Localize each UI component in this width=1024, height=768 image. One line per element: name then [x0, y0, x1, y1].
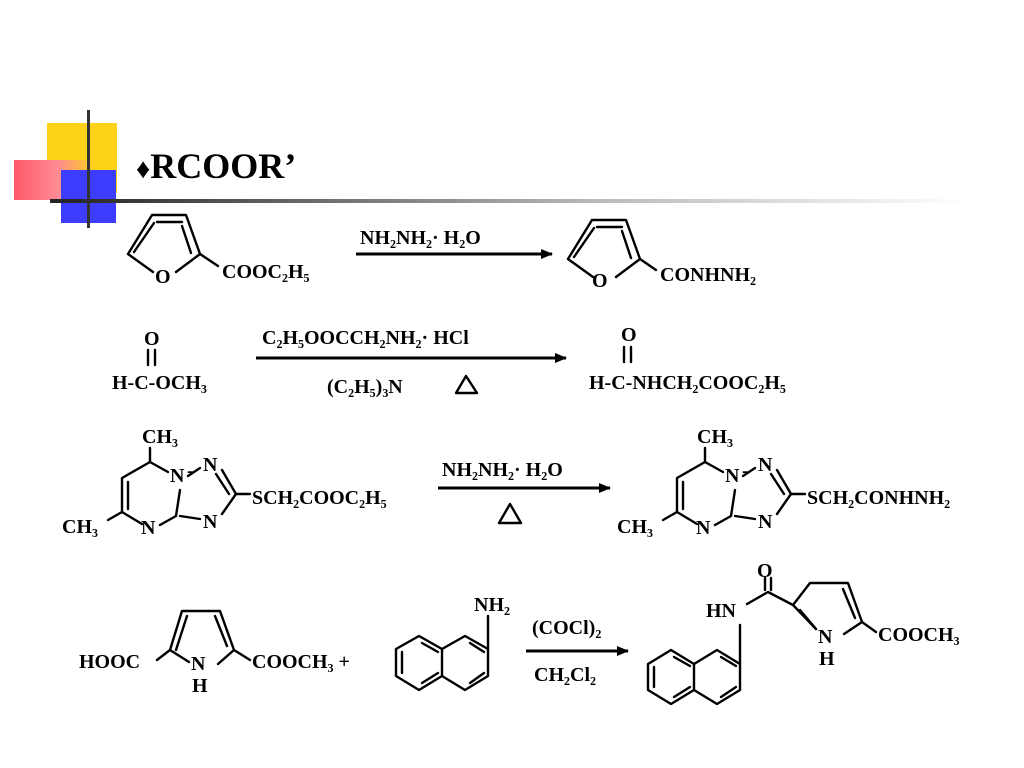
reagent-2-bottom: (C₂H₅)₃N	[327, 376, 403, 398]
furan-ring-product: O	[566, 218, 658, 292]
reagent-2-top: C₂H₅OOCCH₂NH₂· HCl	[262, 327, 469, 349]
reaction-1: O COOC₂H₅ NH₂NH₂· H₂O O CONHNH₂	[126, 213, 756, 292]
reagent-3: NH₂NH₂· H₂O	[442, 459, 563, 481]
reactant-1-substituent: COOC₂H₅	[222, 261, 310, 283]
product-carbonyl-o: O	[621, 324, 637, 346]
ring-n4: N	[141, 517, 156, 539]
methyl-top-product: CH₃	[697, 426, 733, 448]
pyrrole-n: N	[191, 653, 206, 675]
pyrrole-ring-reactant: N H	[155, 609, 252, 697]
ring-n4-product: N	[696, 517, 711, 539]
reactant-4-ester: COOCH₃ +	[252, 651, 350, 673]
furan-oxygen-label: O	[155, 266, 171, 288]
reactant-3-substituent: SCH₂COOC₂H₅	[252, 487, 387, 509]
ring-n3-product: N	[758, 511, 773, 533]
reagent-1: NH₂NH₂· H₂O	[360, 227, 481, 249]
reagent-4-bottom: CH₂Cl₂	[534, 664, 596, 686]
decor-vertical-line	[87, 110, 90, 228]
product-3-substituent: SCH₂CONHNH₂	[807, 487, 950, 509]
slide-title-text: RCOOR’	[150, 146, 297, 186]
reaction-4: HOOC N H COOCH₃ + NH₂ (COCl)₂ CH₂Cl₂	[79, 560, 960, 706]
product-4-structure: HN O N H COOCH₃	[646, 560, 960, 706]
product-4-ester: COOCH₃	[878, 624, 960, 646]
furan-ring-reactant: O	[126, 213, 220, 288]
title-underline	[50, 199, 970, 203]
product-pyrrole-n: N	[818, 626, 833, 648]
product-2: H-C-NHCH₂COOC₂H₅	[589, 372, 786, 394]
ring-n1: N	[170, 465, 185, 487]
heat-symbol-icon-2	[497, 502, 523, 525]
ring-n3: N	[203, 511, 218, 533]
amine-label: NH₂	[474, 594, 510, 616]
methyl-formate: H-C-OCH₃	[112, 372, 207, 394]
product-pyrrole-h: H	[819, 648, 835, 670]
slide-title: ♦RCOOR’	[136, 145, 296, 187]
amide-nh: HN	[706, 600, 737, 622]
naphthylamine: NH₂	[394, 594, 510, 692]
reagent-4-top: (COCl)₂	[532, 617, 601, 639]
reaction-2: O H-C-OCH₃ C₂H₅OOCCH₂NH₂· HCl (C₂H₅)₃N O…	[112, 324, 786, 398]
ring-n1-product: N	[725, 465, 740, 487]
ring-n2: N	[203, 454, 218, 476]
svg-text:-: -	[742, 460, 749, 482]
amide-o: O	[757, 560, 773, 582]
pyrrole-h: H	[192, 675, 208, 697]
ring-n2-product: N	[758, 454, 773, 476]
methyl-left-product: CH₃	[617, 516, 653, 538]
furan-oxygen-label-product: O	[592, 270, 608, 292]
methyl-top-reactant: CH₃	[142, 426, 178, 448]
diamond-bullet-icon: ♦	[136, 154, 151, 185]
triazolopyrimidine-product: CH₃ N - N N N CH₃	[617, 426, 807, 539]
formate-carbonyl-o: O	[144, 328, 160, 350]
product-1-substituent: CONHNH₂	[660, 264, 756, 286]
reactant-4-acid: HOOC	[79, 651, 140, 673]
heat-symbol-icon	[454, 374, 479, 395]
reaction-3: CH₃ N - N N N CH₃ SCH₂COOC₂H₅ NH₂NH₂· H₂…	[62, 426, 950, 539]
svg-text:-: -	[187, 460, 194, 482]
triazolopyrimidine-reactant: CH₃ N - N N N CH₃	[62, 426, 252, 539]
methyl-left-reactant: CH₃	[62, 516, 98, 538]
